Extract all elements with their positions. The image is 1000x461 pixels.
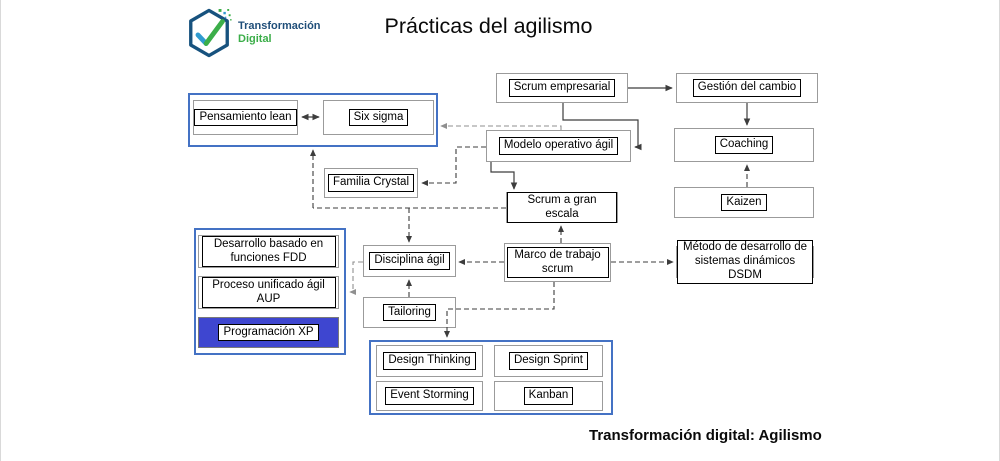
node-label: Método de desarrollo de sistemas dinámic…: [677, 240, 813, 284]
node-label: Design Sprint: [508, 352, 589, 370]
node-label: Six sigma: [348, 108, 409, 127]
node-design-thinking: Design Thinking: [376, 345, 483, 377]
node-kanban: Kanban: [494, 381, 603, 411]
logo-hexagon-check-icon: [189, 8, 232, 58]
node-fdd: Desarrollo basado en funciones FDD: [198, 235, 339, 268]
node-label: Scrum empresarial: [508, 79, 616, 97]
node-aup: Proceso unificado ágil AUP: [198, 276, 339, 309]
logo-text-line2: Digital: [238, 33, 272, 45]
node-marco-de-trabajo-scrum: Marco de trabajo scrum: [504, 243, 611, 282]
node-label: Scrum a gran escala: [507, 191, 617, 224]
node-label: Kaizen: [721, 193, 767, 212]
node-kaizen: Kaizen: [674, 187, 814, 218]
node-label: Design Thinking: [383, 352, 476, 370]
node-label: Event Storming: [385, 387, 474, 405]
node-label: Disciplina ágil: [369, 252, 450, 270]
node-disciplina-agil: Disciplina ágil: [363, 245, 456, 277]
node-label: Marco de trabajo scrum: [506, 246, 609, 279]
node-scrum-a-gran-escala: Scrum a gran escala: [506, 191, 618, 224]
node-label: Desarrollo basado en funciones FDD: [201, 235, 336, 268]
node-familia-crystal: Familia Crystal: [324, 168, 418, 198]
node-six-sigma: Six sigma: [323, 100, 434, 135]
node-label: Pensamiento lean: [194, 108, 297, 127]
node-tailoring: Tailoring: [363, 297, 456, 328]
node-label: Proceso unificado ágil AUP: [201, 276, 336, 309]
logo: Transformación Digital: [185, 8, 321, 58]
node-label: Coaching: [714, 136, 774, 154]
node-gestion-del-cambio: Gestión del cambio: [676, 73, 818, 103]
node-scrum-empresarial: Scrum empresarial: [496, 73, 628, 103]
node-label: Tailoring: [383, 303, 436, 322]
node-dsdm: Método de desarrollo de sistemas dinámic…: [676, 240, 814, 284]
node-design-sprint: Design Sprint: [494, 345, 603, 377]
node-event-storming: Event Storming: [376, 381, 483, 411]
node-label: Kanban: [523, 387, 574, 405]
logo-text-line1: Transformación: [238, 20, 321, 33]
node-coaching: Coaching: [674, 128, 814, 162]
node-label: Familia Crystal: [327, 174, 415, 192]
node-label: Gestión del cambio: [692, 79, 802, 97]
node-label: Modelo operativo ágil: [498, 137, 619, 155]
node-programacion-xp: Programación XP: [198, 317, 339, 348]
footer-caption: Transformación digital: Agilismo: [589, 427, 822, 444]
page-title: Prácticas del agilismo: [384, 14, 593, 38]
node-modelo-operativo-agil: Modelo operativo ágil: [486, 130, 631, 162]
node-label: Programación XP: [218, 323, 319, 342]
node-pensamiento-lean: Pensamiento lean: [193, 100, 298, 135]
